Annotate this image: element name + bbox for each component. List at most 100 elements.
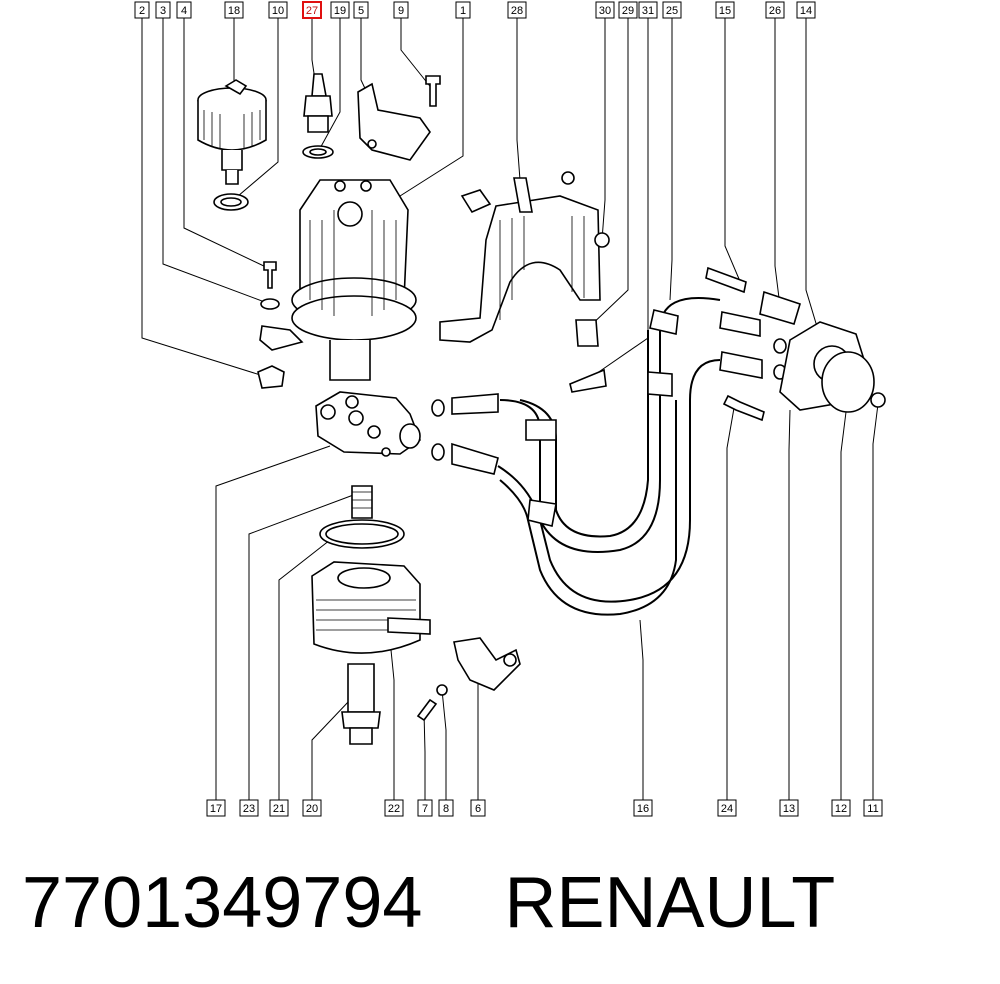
leader-line (840, 411, 847, 800)
callout-number: 9 (398, 5, 404, 17)
callout-18: 18 (224, 1, 244, 19)
leader-line (423, 711, 426, 800)
callout-box (831, 799, 851, 817)
callout-number: 24 (721, 803, 733, 815)
rubber-mount-part (569, 232, 610, 393)
leader-line (311, 699, 351, 800)
callout-box (618, 1, 638, 19)
callout-box (863, 799, 883, 817)
callout-number: 20 (306, 803, 318, 815)
callout-box (268, 1, 288, 19)
callout-26: 26 (765, 1, 785, 19)
callout-box (269, 799, 289, 817)
callout-number: 14 (800, 5, 812, 17)
callout-17: 17 (206, 799, 226, 817)
callout-11: 11 (863, 799, 883, 817)
callout-box (715, 1, 735, 19)
callout-box (765, 1, 785, 19)
callout-3: 3 (155, 1, 171, 19)
callout-box (595, 1, 615, 19)
oil-cooler-lower-part (311, 485, 521, 745)
callout-6: 6 (470, 799, 486, 817)
leader-line (639, 619, 644, 800)
callout-number: 17 (210, 803, 222, 815)
callout-box (417, 799, 433, 817)
engine-mount-bracket-part (439, 171, 601, 343)
callout-number: 16 (637, 803, 649, 815)
callout-number: 26 (769, 5, 781, 17)
callout-2: 2 (134, 1, 150, 19)
callout-23: 23 (239, 799, 259, 817)
callout-27: 27 (302, 1, 322, 19)
leader-line (585, 18, 629, 331)
callout-5: 5 (353, 1, 369, 19)
callout-box (717, 799, 737, 817)
leader-line (724, 18, 743, 287)
callout-number: 18 (228, 5, 240, 17)
callout-box (633, 799, 653, 817)
callout-box (470, 799, 486, 817)
small-fasteners-left-part (257, 261, 304, 389)
callout-15: 15 (715, 1, 735, 19)
callout-box (779, 799, 799, 817)
leader-line (317, 18, 341, 153)
callout-7: 7 (417, 799, 433, 817)
bracket-upper-part (357, 75, 441, 161)
callout-box (302, 799, 322, 817)
leader-line (669, 18, 673, 301)
callout-number: 4 (181, 5, 187, 17)
callout-9: 9 (393, 1, 409, 19)
callout-25: 25 (662, 1, 682, 19)
callout-number: 21 (273, 803, 285, 815)
callout-number: 3 (160, 5, 166, 17)
oil-cooler-hoses-part (431, 297, 721, 616)
callout-30: 30 (595, 1, 615, 19)
callout-box (302, 1, 322, 19)
callout-number: 30 (599, 5, 611, 17)
leader-line (872, 403, 879, 800)
callout-box (134, 1, 150, 19)
leader-line (230, 18, 279, 203)
callout-number: 19 (334, 5, 346, 17)
callout-19: 19 (330, 1, 350, 19)
leader-line (183, 18, 269, 269)
callout-box (662, 1, 682, 19)
callout-number: 1 (460, 5, 466, 17)
callout-number: 10 (272, 5, 284, 17)
callout-21: 21 (269, 799, 289, 817)
callout-number: 22 (388, 803, 400, 815)
callout-29: 29 (618, 1, 638, 19)
leader-line (400, 18, 434, 91)
callout-box (155, 1, 171, 19)
callout-box (224, 1, 244, 19)
filter-head-part (315, 391, 421, 457)
leader-line (516, 18, 521, 181)
callout-number: 6 (475, 803, 481, 815)
leader-line (248, 493, 357, 800)
callout-box (638, 1, 658, 19)
leader-line (601, 18, 606, 241)
callout-box (176, 1, 192, 19)
callout-box (384, 799, 404, 817)
callout-number: 11 (867, 803, 878, 815)
callout-box (239, 799, 259, 817)
leader-line (788, 409, 791, 800)
callout-16: 16 (633, 799, 653, 817)
callout-28: 28 (507, 1, 527, 19)
leader-line (215, 445, 331, 800)
callout-24: 24 (717, 799, 737, 817)
callout-20: 20 (302, 799, 322, 817)
callout-10: 10 (268, 1, 288, 19)
callout-number: 15 (719, 5, 731, 17)
oil-pressure-switch-part (197, 79, 267, 211)
callout-number: 29 (622, 5, 634, 17)
callout-number: 7 (422, 803, 428, 815)
leader-line (726, 407, 735, 800)
callout-number: 12 (835, 803, 847, 815)
temperature-sensor-part (302, 73, 334, 159)
part-number: 7701349794 (22, 863, 423, 943)
leader-line (805, 18, 819, 331)
leader-line (389, 639, 395, 800)
callout-number: 5 (358, 5, 364, 17)
